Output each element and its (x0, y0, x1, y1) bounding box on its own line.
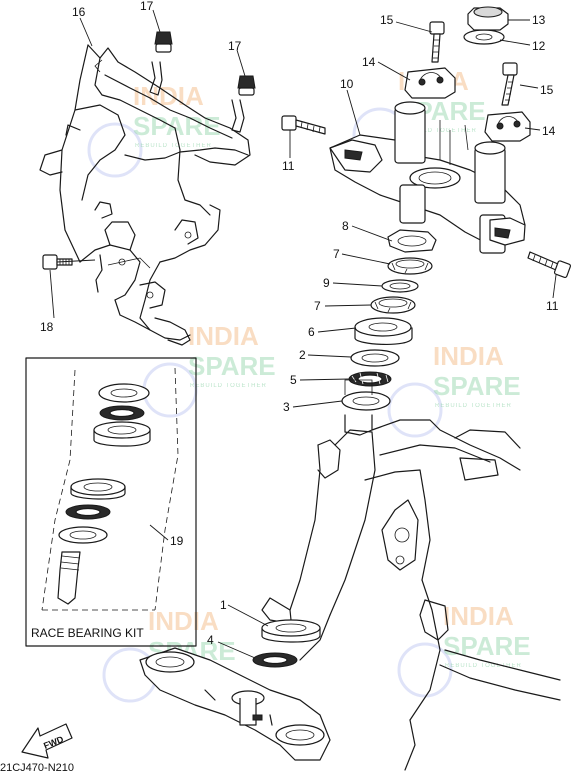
svg-text:INDIA: INDIA (133, 81, 204, 111)
steering-nut (467, 6, 509, 31)
leader-lines (49, 9, 557, 659)
bracket-bolt-left (281, 115, 326, 135)
callout-4: 4 (207, 633, 214, 647)
callout-11: 11 (282, 159, 295, 173)
handlebar-holder (404, 67, 456, 99)
svg-text:REBUILD TOGETHER: REBUILD TOGETHER (400, 128, 477, 134)
race-bearing-kit-box: RACE BEARING KIT (25, 357, 197, 647)
holder-bolt (429, 21, 445, 63)
callout-10: 10 (340, 77, 354, 91)
svg-text:SPARE: SPARE (188, 351, 276, 381)
callout-1: 1 (220, 598, 227, 612)
callout-17: 17 (228, 39, 242, 53)
svg-text:INDIA: INDIA (188, 321, 259, 351)
callout-8: 8 (342, 219, 349, 233)
callout-7: 7 (333, 247, 340, 261)
rubber-grommet (231, 75, 256, 133)
lower-race (261, 619, 321, 643)
bracket-bolt-right (527, 251, 572, 279)
holder-bolt (501, 62, 518, 106)
ring-washer (381, 279, 419, 293)
watermark-logo: INDIA SPARE REBUILD TOGETHER (387, 341, 521, 438)
kit-label: RACE BEARING KIT (31, 626, 144, 640)
callout-3: 3 (283, 400, 290, 414)
svg-text:SPARE: SPARE (433, 371, 521, 401)
lock-washer (387, 229, 437, 253)
flange-bolt (42, 254, 73, 270)
bearing-race (350, 349, 400, 367)
callout-13: 13 (532, 13, 546, 27)
callout-15: 15 (540, 83, 554, 97)
callout-19: 19 (170, 534, 184, 548)
lower-ball-bearing (252, 652, 298, 668)
watermark-logo: INDIA SPARE REBUILD TOGETHER (397, 601, 531, 698)
dust-seal (354, 317, 413, 346)
headlight-stay-bracket (39, 44, 251, 346)
bearing-race (341, 391, 391, 411)
callout-16: 16 (72, 5, 86, 19)
svg-text:SPARE: SPARE (443, 631, 531, 661)
svg-text:REBUILD TOGETHER: REBUILD TOGETHER (135, 143, 212, 149)
callout-2: 2 (299, 348, 306, 362)
callout-14: 14 (362, 55, 376, 69)
callout-6: 6 (308, 325, 315, 339)
diagram-code: 21CJ470-N210 (0, 762, 74, 774)
watermark-logo: INDIA SPARE REBUILD TOGETHER (102, 606, 236, 703)
callout-18: 18 (40, 320, 54, 334)
callout-11: 11 (546, 299, 559, 313)
watermark-group: INDIA SPARE REBUILD TOGETHER INDIA SPARE… (87, 66, 531, 703)
callout-17: 17 (140, 0, 154, 13)
under-bracket (139, 647, 331, 761)
callout-7: 7 (314, 299, 321, 313)
svg-text:REBUILD TOGETHER: REBUILD TOGETHER (190, 383, 267, 389)
callout-9: 9 (323, 276, 330, 290)
callout-15: 15 (380, 13, 394, 27)
callout-numbers: 16 17 17 18 15 13 12 14 15 10 14 11 8 7 … (40, 0, 559, 647)
svg-text:INDIA: INDIA (433, 341, 504, 371)
callout-5: 5 (290, 373, 297, 387)
fwd-arrow-icon: FWD (21, 723, 73, 759)
ring-nut (387, 257, 433, 275)
rubber-grommet (149, 31, 173, 96)
callout-14: 14 (542, 124, 556, 138)
watermark-logo: INDIA SPARE REBUILD TOGETHER (87, 81, 221, 178)
watermark-logo: INDIA SPARE REBUILD TOGETHER (142, 321, 276, 418)
handlebar-holder (484, 111, 531, 142)
frame-steering-head (261, 379, 561, 771)
svg-text:INDIA: INDIA (148, 606, 219, 636)
svg-text:INDIA: INDIA (443, 601, 514, 631)
washer (463, 29, 505, 45)
upper-bracket (329, 101, 526, 254)
ring-nut (370, 296, 416, 314)
svg-text:REBUILD TOGETHER: REBUILD TOGETHER (445, 663, 522, 669)
svg-text:REBUILD TOGETHER: REBUILD TOGETHER (435, 403, 512, 409)
ball-bearing (348, 371, 392, 387)
callout-12: 12 (532, 39, 546, 53)
